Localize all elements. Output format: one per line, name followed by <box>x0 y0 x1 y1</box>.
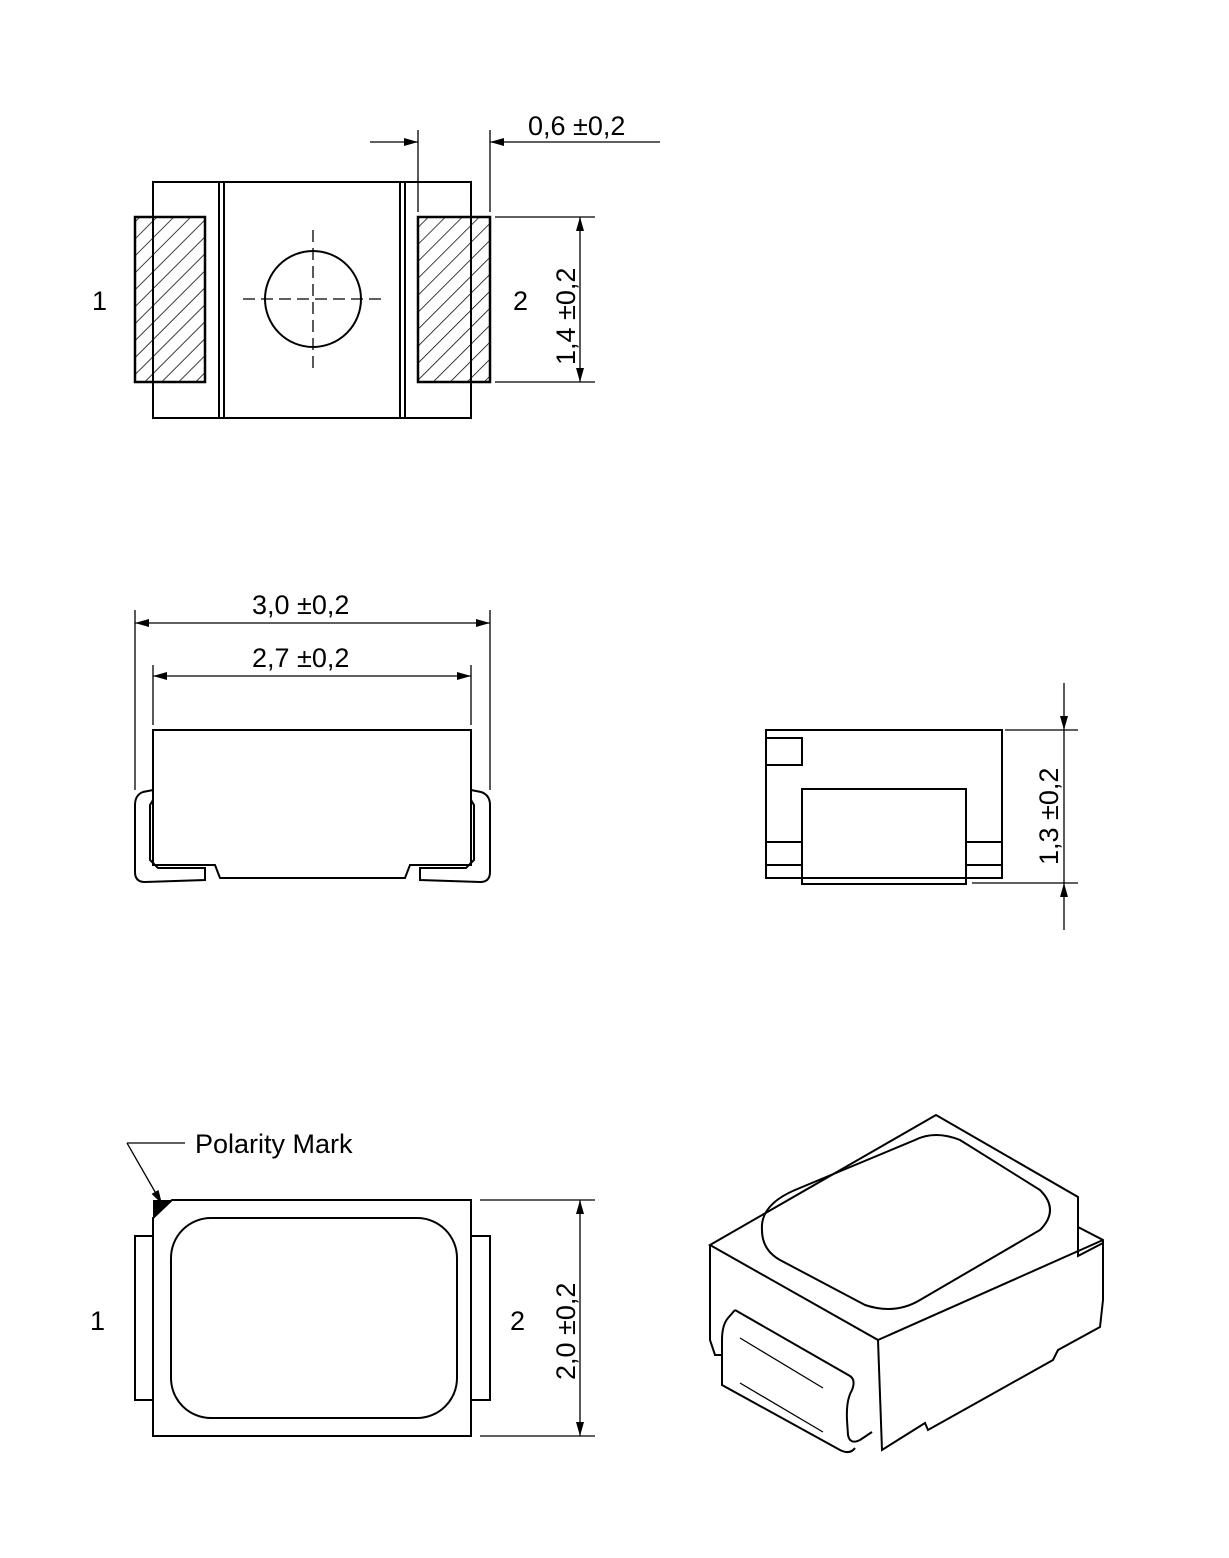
pad-1 <box>133 215 207 384</box>
pin-1-label: 1 <box>90 1306 105 1336</box>
pin-2-label: 2 <box>513 286 528 316</box>
isometric-view <box>707 1113 1104 1454</box>
width-dimension: 2,0 ±0,2 <box>551 1283 581 1380</box>
end-view: 1,3 ±0,2 <box>765 683 1078 930</box>
pin-1-label: 1 <box>92 286 107 316</box>
pad-2 <box>416 215 492 384</box>
lens-outline <box>170 1217 458 1419</box>
pad-height-dimension: 1,4 ±0,2 <box>551 268 581 365</box>
total-length-dimension: 3,0 ±0,2 <box>252 590 349 620</box>
pad-width-dimension: 0,6 ±0,2 <box>528 111 625 141</box>
pin-2-label: 2 <box>510 1306 525 1336</box>
polarity-mark-label: Polarity Mark <box>195 1129 353 1159</box>
bottom-view: Polarity Mark 1 2 2,0 ±0,2 <box>90 1129 595 1437</box>
body-length-dimension: 2,7 ±0,2 <box>252 643 349 673</box>
top-view: 0,6 ±0,2 1,4 ±0,2 1 2 <box>92 111 660 419</box>
height-dimension: 1,3 ±0,2 <box>1034 768 1064 865</box>
side-view: 3,0 ±0,2 2,7 ±0,2 <box>134 590 491 884</box>
